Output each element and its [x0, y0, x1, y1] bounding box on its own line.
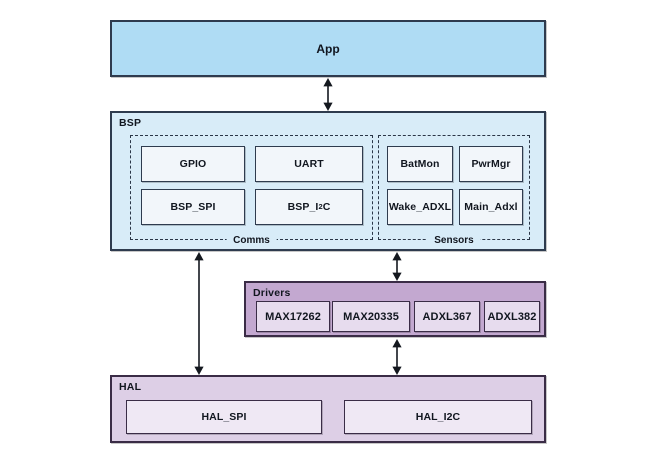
module-bsp-spi[interactable]: BSP_SPI: [141, 189, 245, 225]
module-wake-adxl[interactable]: Wake_ADXL: [387, 189, 453, 225]
layer-drivers-label: Drivers: [253, 287, 291, 299]
module-adxl382[interactable]: ADXL382: [484, 301, 540, 332]
module-adxl367[interactable]: ADXL367: [414, 301, 480, 332]
module-hal-spi[interactable]: HAL_SPI: [126, 400, 322, 434]
connector-app-to-bsp: [320, 78, 336, 111]
module-main-adxl[interactable]: Main_Adxl: [459, 189, 523, 225]
module-hal-i2c[interactable]: HAL_I2C: [344, 400, 532, 434]
layer-hal-label: HAL: [119, 381, 142, 393]
layer-bsp-label: BSP: [119, 117, 142, 129]
group-sensors: Sensors BatMon PwrMgr Wake_ADXL Main_Adx…: [378, 135, 530, 247]
connector-bsp-to-drivers: [389, 252, 405, 281]
module-max20335[interactable]: MAX20335: [332, 301, 410, 332]
connector-bsp-to-hal: [191, 252, 207, 375]
layer-app-title: App: [316, 41, 340, 56]
layer-app[interactable]: App: [110, 20, 546, 77]
connector-drivers-to-hal: [389, 339, 405, 375]
layer-hal[interactable]: HAL HAL_SPI HAL_I2C: [110, 375, 546, 443]
layer-drivers[interactable]: Drivers MAX17262 MAX20335 ADXL367 ADXL38…: [244, 281, 546, 337]
group-comms-label: Comms: [226, 235, 277, 247]
module-gpio[interactable]: GPIO: [141, 146, 245, 182]
group-sensors-label: Sensors: [427, 235, 481, 247]
module-batmon[interactable]: BatMon: [387, 146, 453, 182]
module-max17262[interactable]: MAX17262: [256, 301, 330, 332]
module-pwrmgr[interactable]: PwrMgr: [459, 146, 523, 182]
module-uart[interactable]: UART: [255, 146, 363, 182]
